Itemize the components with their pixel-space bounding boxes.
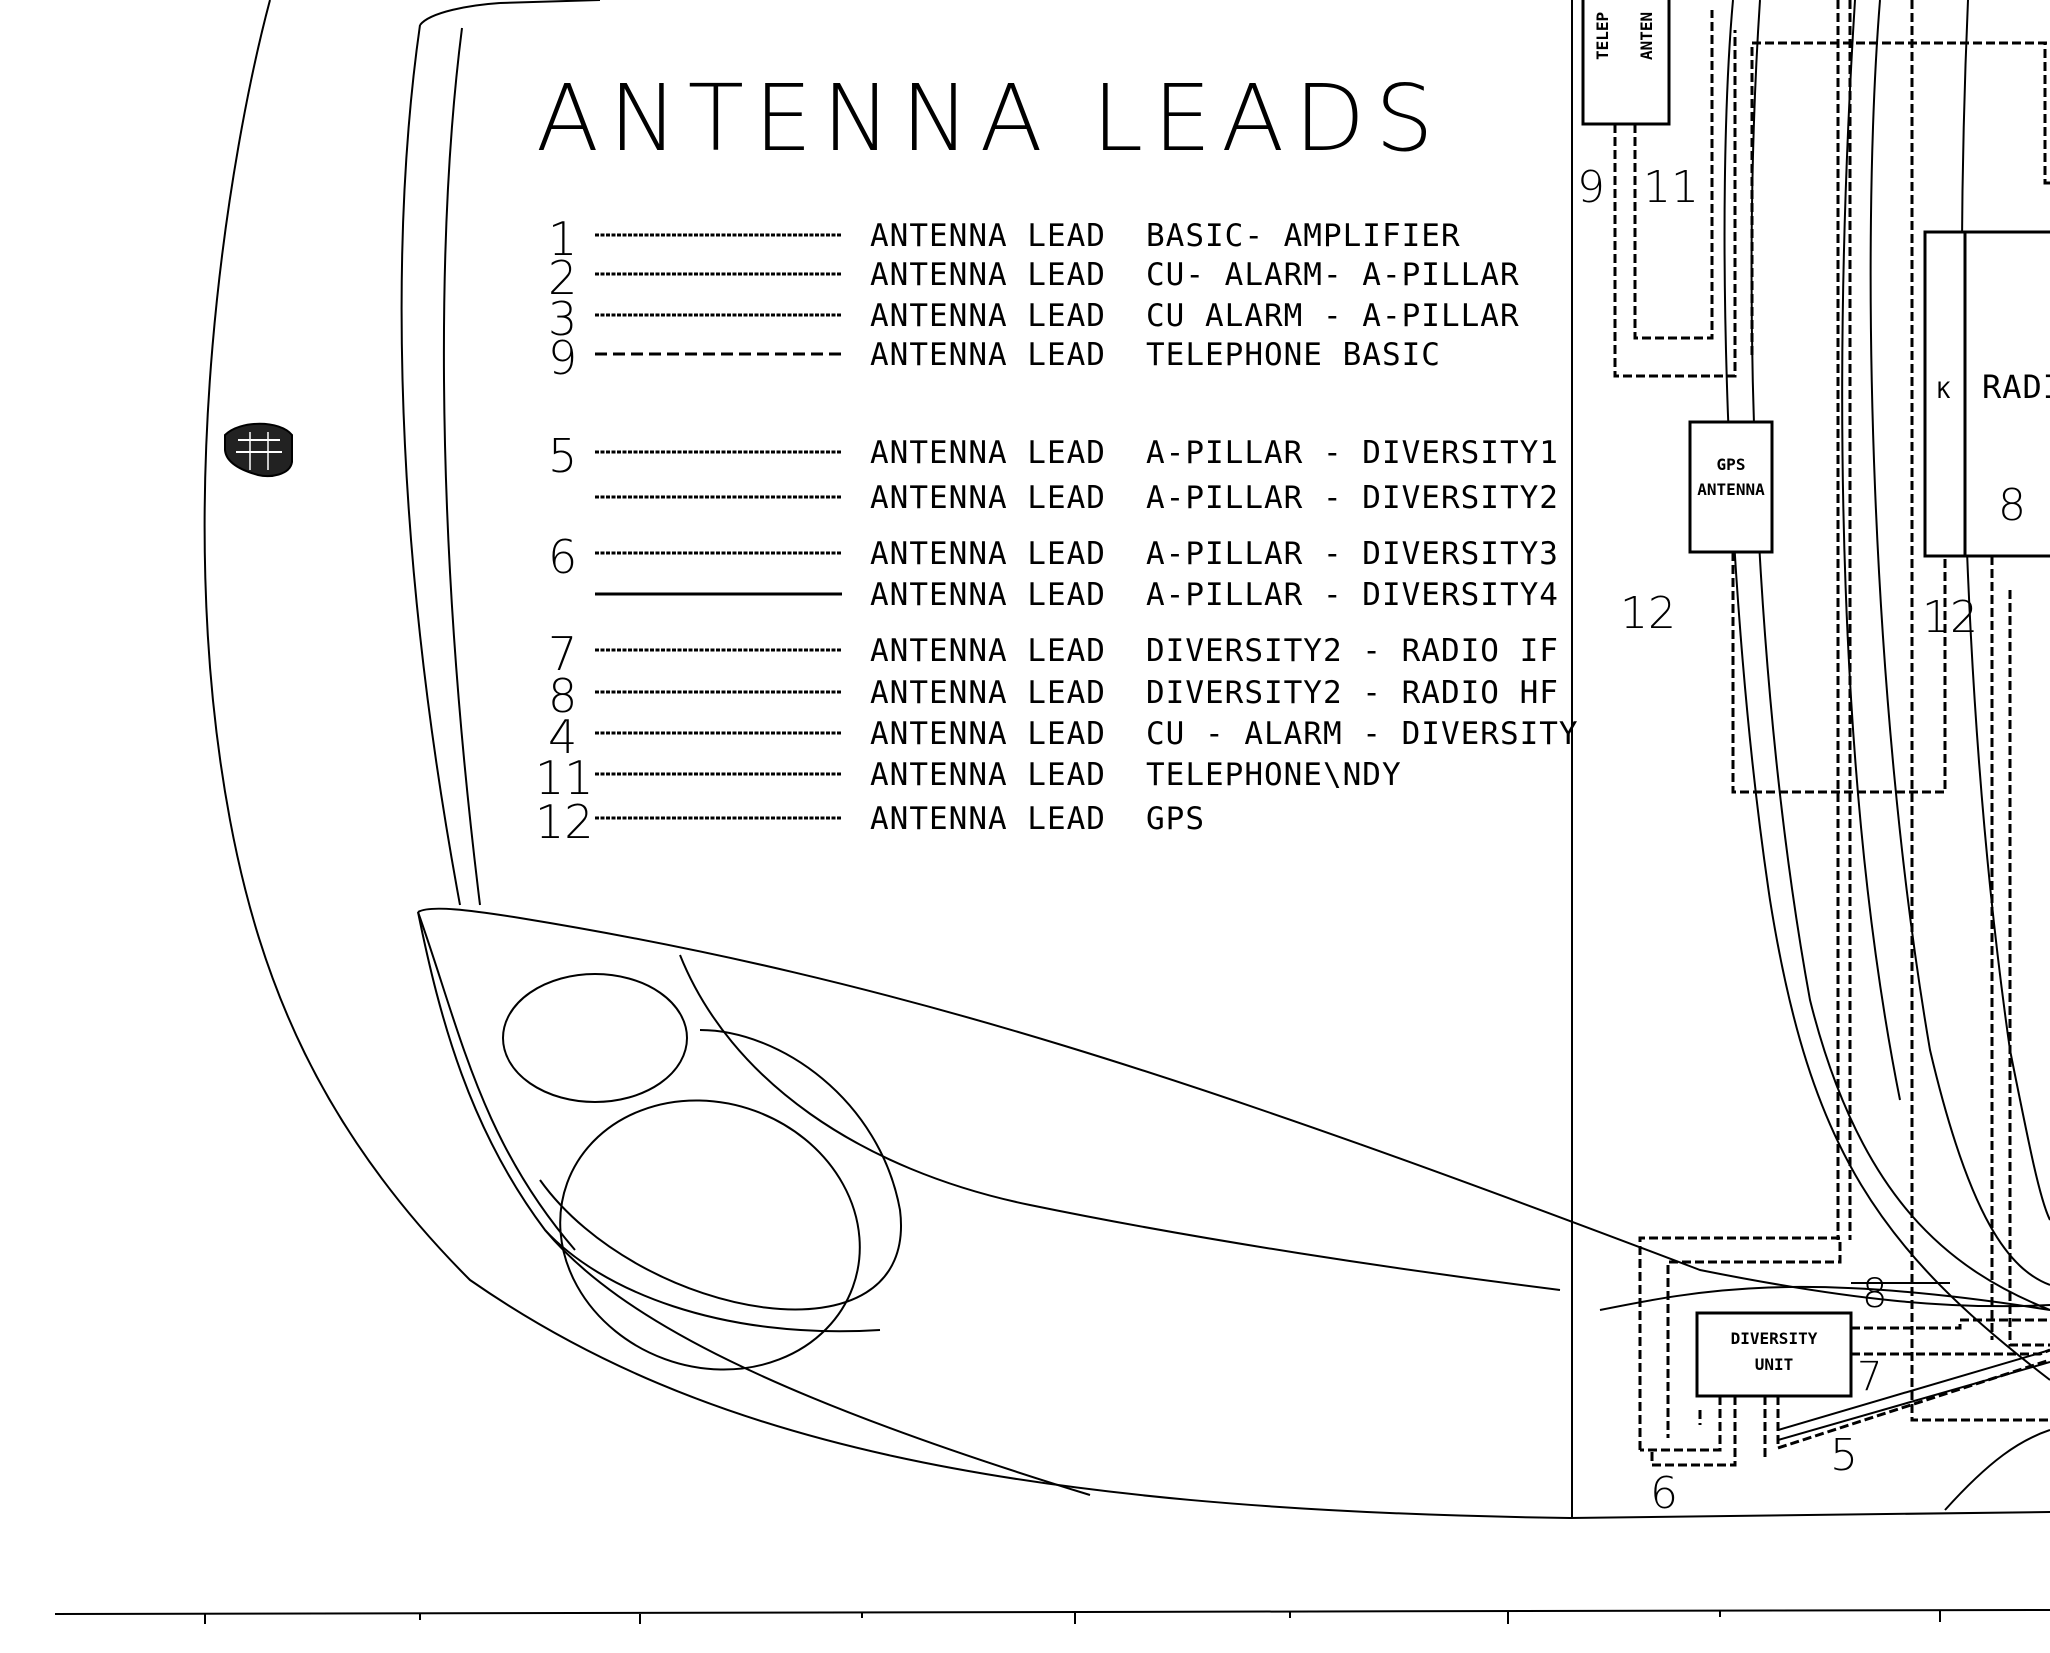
legend-lead-name: ANTENNA LEAD bbox=[870, 257, 1106, 293]
legend-lead-name: ANTENNA LEAD bbox=[870, 298, 1106, 334]
legend-lead-description: GPS bbox=[1146, 801, 1205, 837]
lead-number-tel-9: 9 bbox=[1577, 162, 1605, 213]
tweeter-speaker bbox=[502, 973, 688, 1103]
legend-lead-name: ANTENNA LEAD bbox=[870, 435, 1106, 471]
gps-antenna-box bbox=[1688, 420, 1774, 554]
legend-number: 7 bbox=[548, 627, 577, 681]
porsche-crest-icon bbox=[224, 422, 293, 478]
legend-lead-name: ANTENNA LEAD bbox=[870, 536, 1106, 572]
legend-lead-description: BASIC- AMPLIFIER bbox=[1146, 218, 1461, 254]
legend-row: 6 ANTENNA LEAD A-PILLAR - DIVERSITY3 bbox=[548, 530, 1559, 584]
legend-lead-description: TELEPHONE BASIC bbox=[1146, 337, 1441, 373]
lead-number-gps-12: 12 bbox=[1620, 588, 1676, 639]
legend-lead-description: A-PILLAR - DIVERSITY4 bbox=[1146, 577, 1559, 613]
legend-row: 7 ANTENNA LEAD DIVERSITY2 - RADIO IF bbox=[548, 627, 1559, 681]
legend-lead-name: ANTENNA LEAD bbox=[870, 716, 1106, 752]
legend-number: 2 bbox=[548, 251, 577, 305]
gps-antenna-label-2: ANTENNA bbox=[1697, 480, 1765, 499]
lead-number-div-6: 6 bbox=[1650, 1468, 1678, 1519]
diversity-unit-box bbox=[1695, 1311, 1853, 1398]
legend-row: ANTENNA LEAD A-PILLAR - DIVERSITY4 bbox=[595, 577, 1559, 613]
legend-row: 2 ANTENNA LEAD CU- ALARM- A-PILLAR bbox=[548, 251, 1520, 305]
legend-row: ANTENNA LEAD A-PILLAR - DIVERSITY2 bbox=[595, 480, 1559, 516]
legend-lead-description: CU ALARM - A-PILLAR bbox=[1146, 298, 1520, 334]
legend-number: 4 bbox=[548, 710, 577, 764]
legend-lead-description: A-PILLAR - DIVERSITY3 bbox=[1146, 536, 1559, 572]
telephone-antenna-label-2: ANTEN bbox=[1637, 12, 1656, 60]
legend-lead-name: ANTENNA LEAD bbox=[870, 675, 1106, 711]
legend-lead-description: DIVERSITY2 - RADIO IF bbox=[1146, 633, 1559, 669]
legend-lead-description: A-PILLAR - DIVERSITY1 bbox=[1146, 435, 1559, 471]
car-outline bbox=[203, 0, 2050, 1519]
legend-lead-name: ANTENNA LEAD bbox=[870, 577, 1106, 613]
legend-lead-description: DIVERSITY2 - RADIO HF bbox=[1146, 675, 1559, 711]
frame-border bbox=[54, 1609, 2050, 1624]
legend-lead-description: TELEPHONE\NDY bbox=[1146, 757, 1402, 793]
lead-number-div-7: 7 bbox=[1857, 1354, 1882, 1400]
legend-row: 4 ANTENNA LEAD CU - ALARM - DIVERSITY bbox=[548, 710, 1579, 764]
legend-lead-description: A-PILLAR - DIVERSITY2 bbox=[1146, 480, 1559, 516]
legend-number: 12 bbox=[535, 795, 594, 849]
lead-number-div-8: 8 bbox=[1862, 1271, 1887, 1317]
legend-row: 12 ANTENNA LEAD GPS bbox=[535, 795, 1205, 849]
diagram-title: ANTENNA LEADS bbox=[536, 65, 1443, 172]
telephone-antenna-box bbox=[1581, 0, 1671, 126]
legend-row: 1 ANTENNA LEAD BASIC- AMPLIFIER bbox=[548, 212, 1461, 266]
diversity-unit-label-1: DIVERSITY bbox=[1731, 1329, 1818, 1348]
legend-row: 9 ANTENNA LEAD TELEPHONE BASIC bbox=[548, 331, 1441, 385]
legend-lead-name: ANTENNA LEAD bbox=[870, 480, 1106, 516]
legend-lead-name: ANTENNA LEAD bbox=[870, 633, 1106, 669]
legend-number: 9 bbox=[548, 331, 577, 385]
legend-number: 11 bbox=[535, 751, 594, 805]
legend-number: 6 bbox=[548, 530, 577, 584]
woofer-speaker bbox=[559, 1099, 861, 1371]
legend-row: 3 ANTENNA LEAD CU ALARM - A-PILLAR bbox=[548, 292, 1520, 346]
gps-antenna-label-1: GPS bbox=[1717, 455, 1746, 474]
radio-k-label: K bbox=[1937, 379, 1951, 404]
legend-lead-description: CU- ALARM- A-PILLAR bbox=[1146, 257, 1520, 293]
legend-lead-description: CU - ALARM - DIVERSITY bbox=[1146, 716, 1579, 752]
radio-box bbox=[1923, 230, 2050, 558]
legend-row: 8 ANTENNA LEAD DIVERSITY2 - RADIO HF bbox=[548, 669, 1559, 723]
lead-number-radio-12: 12 bbox=[1922, 592, 1978, 643]
legend-number: 1 bbox=[548, 212, 577, 266]
legend-number: 5 bbox=[548, 429, 577, 483]
door-speaker-pod bbox=[417, 907, 2050, 1496]
legend-number: 3 bbox=[548, 292, 577, 346]
lead-number-tel-11: 11 bbox=[1643, 162, 1699, 213]
legend-lead-name: ANTENNA LEAD bbox=[870, 218, 1106, 254]
legend-lead-name: ANTENNA LEAD bbox=[870, 337, 1106, 373]
diversity-unit-label-2: UNIT bbox=[1755, 1355, 1794, 1374]
legend-row: 11 ANTENNA LEAD TELEPHONE\NDY bbox=[535, 751, 1402, 805]
wiring-layout: TELEP ANTEN 9 11 GPS ANTENNA 12 K RADI 8… bbox=[1577, 0, 2050, 1519]
legend-row: 5 ANTENNA LEAD A-PILLAR - DIVERSITY1 bbox=[548, 429, 1559, 483]
legend-number: 8 bbox=[548, 669, 577, 723]
lead-number-radio-8: 8 bbox=[1998, 480, 2026, 531]
radio-label: RADI bbox=[1982, 368, 2050, 406]
legend-lead-name: ANTENNA LEAD bbox=[870, 801, 1106, 837]
legend-lead-name: ANTENNA LEAD bbox=[870, 757, 1106, 793]
lead-number-div-5: 5 bbox=[1830, 1430, 1858, 1481]
telephone-antenna-label-1: TELEP bbox=[1593, 12, 1612, 60]
